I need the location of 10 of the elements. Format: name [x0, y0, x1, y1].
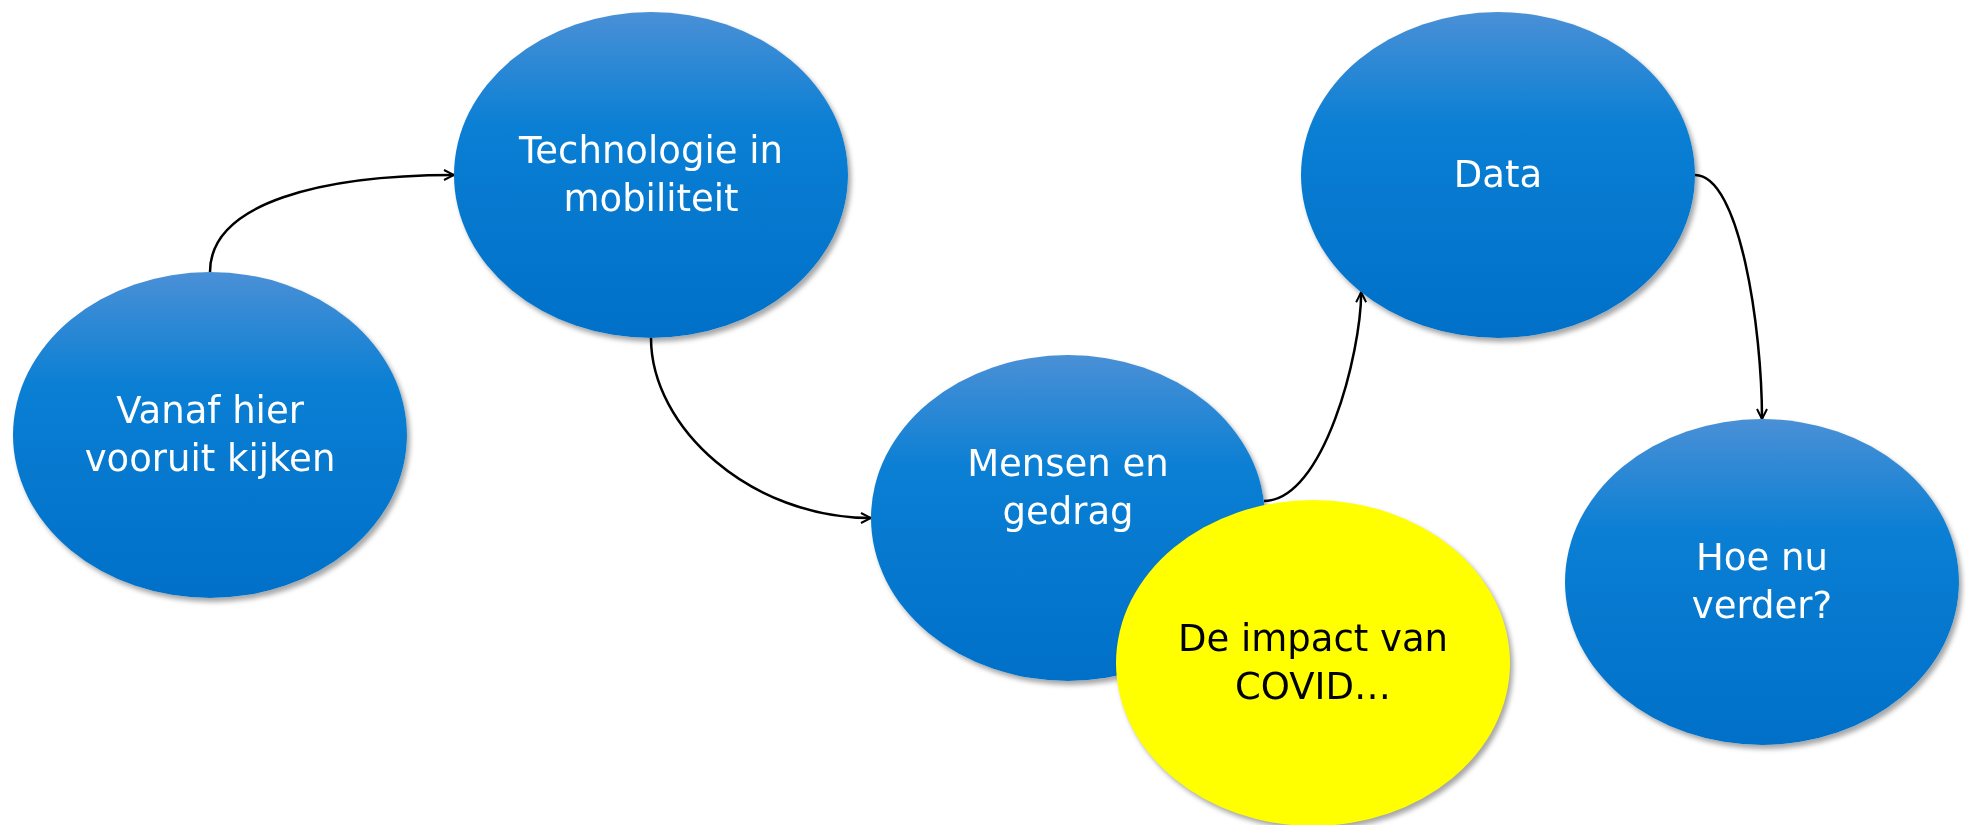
curved-arrow: [208, 169, 455, 273]
node-label: Mensen en gedrag: [966, 440, 1170, 535]
node-label: Hoe nu verder?: [1690, 534, 1834, 629]
curved-arrow: [649, 337, 872, 524]
node-label: De impact van COVID…: [1176, 615, 1450, 710]
curved-arrow: [1263, 291, 1367, 503]
node-label: Data: [1453, 151, 1543, 198]
node-label: Vanaf hier vooruit kijken: [83, 387, 337, 482]
curved-arrow: [1694, 173, 1768, 420]
node-label: Technologie in mobiliteit: [518, 127, 784, 222]
